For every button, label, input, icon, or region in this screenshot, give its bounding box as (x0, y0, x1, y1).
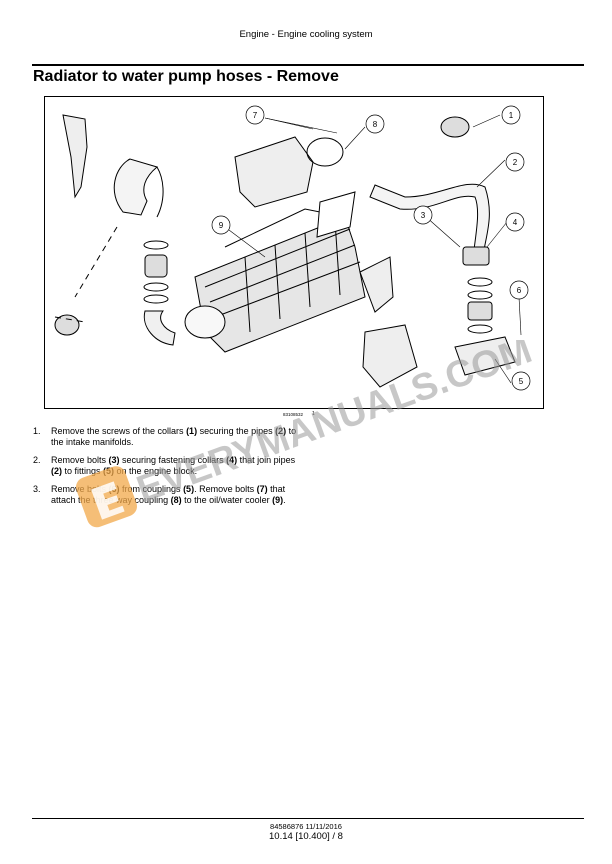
figure-code: 83108532 (283, 412, 304, 417)
svg-text:4: 4 (513, 218, 518, 227)
footer-document-id: 84586876 11/11/2016 (270, 822, 342, 831)
hoses-illustration: 7 8 1 2 9 3 4 6 5 (54, 105, 531, 391)
svg-text:7: 7 (253, 111, 258, 120)
footer-rule (32, 818, 584, 819)
step-number: 2. (33, 455, 41, 465)
fitting (454, 336, 516, 376)
footer-page-number: 10.14 [10.400] / 8 (269, 831, 343, 842)
instruction-list: 1. Remove the screws of the collars (1) … (33, 426, 308, 513)
callout-6: 6 (509, 280, 529, 300)
svg-text:6: 6 (517, 286, 522, 295)
callout-1: 1 (501, 105, 521, 125)
exploded-view-figure: 7 8 1 2 9 3 4 6 5 (44, 96, 544, 409)
svg-text:1: 1 (509, 111, 514, 120)
pump-housing (234, 136, 314, 208)
callout-7: 7 (245, 105, 265, 125)
left-bracket (62, 114, 88, 199)
section-title: Radiator to water pump hoses - Remove (33, 68, 339, 85)
figure-number: 1 (312, 411, 315, 417)
left-clamp (54, 314, 80, 336)
svg-text:2: 2 (513, 158, 518, 167)
callout-9: 9 (211, 215, 231, 235)
svg-text:9: 9 (219, 221, 224, 230)
svg-text:8: 8 (373, 120, 378, 129)
callout-2: 2 (505, 152, 525, 172)
callout-8: 8 (365, 114, 385, 134)
left-coupling (144, 254, 168, 278)
step-number: 3. (33, 484, 41, 494)
instruction-step: 1. Remove the screws of the collars (1) … (33, 426, 297, 447)
step-number: 1. (33, 426, 41, 436)
callout-3: 3 (413, 205, 433, 225)
page-header: Engine - Engine cooling system (239, 29, 373, 40)
title-rule (32, 64, 584, 66)
callout-5: 5 (511, 371, 531, 391)
instruction-step: 2. Remove bolts (3) securing fastening c… (33, 455, 296, 476)
callout-4: 4 (505, 212, 525, 232)
left-hose (113, 158, 159, 216)
instruction-step: 3. Remove bolts (6) from couplings (5). … (33, 484, 286, 505)
svg-text:3: 3 (421, 211, 426, 220)
svg-text:5: 5 (519, 377, 524, 386)
